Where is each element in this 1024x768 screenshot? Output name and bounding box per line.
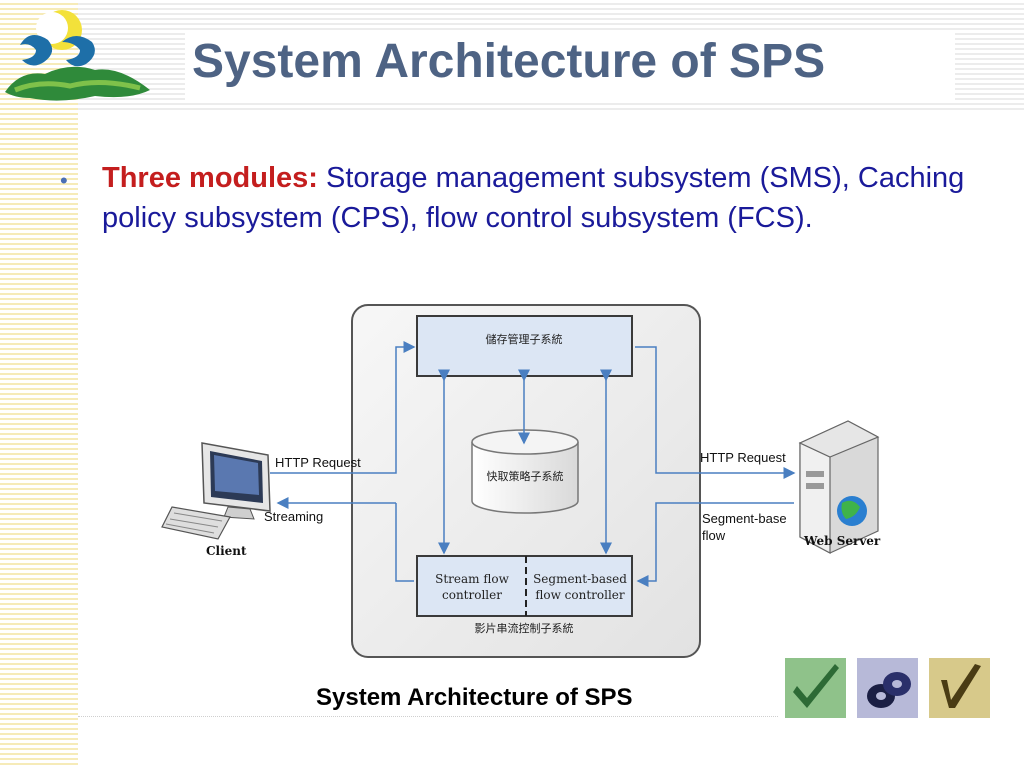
left-stripe-decoration: [0, 0, 78, 768]
http-request-left-label: HTTP Request: [275, 455, 361, 470]
server-label: Web Server: [803, 534, 881, 548]
segment-base-label-2: flow: [702, 528, 726, 543]
server-request-line: [635, 346, 796, 479]
client-label: Client: [206, 544, 247, 558]
bullet-marker: •: [60, 168, 68, 193]
flow-controller-box: [416, 555, 633, 617]
title-backdrop: [185, 30, 955, 100]
web-server-icon: [798, 420, 880, 554]
bullet-paragraph: Three modules: Storage management subsys…: [102, 158, 992, 238]
pen-thumbnail-icon: [929, 658, 990, 718]
streaming-label: Streaming: [264, 509, 323, 524]
bullet-lead: Three modules:: [102, 162, 318, 194]
cache-module-label: 快取策略子系統: [487, 469, 564, 483]
segment-base-label-1: Segment-base: [702, 511, 787, 526]
flow-subsystem-label: 影片串流控制子系統: [475, 621, 574, 635]
streaming-line: [395, 503, 414, 582]
logo-icon: [5, 10, 150, 101]
storage-module-box: [416, 315, 633, 377]
checkmark-thumbnail-icon: [785, 658, 846, 718]
client-computer-icon: [161, 442, 271, 540]
segment-flow-line2: flow controller: [535, 588, 625, 602]
slide-title: System Architecture of SPS: [192, 35, 826, 88]
stream-flow-line2: controller: [442, 588, 502, 602]
segment-flow-line: [636, 502, 794, 587]
stream-flow-line1: Stream flow: [435, 572, 509, 586]
http-request-right-label: HTTP Request: [700, 450, 786, 465]
bottom-divider: [78, 716, 778, 717]
storage-module-label: 儲存管理子系統: [486, 332, 563, 346]
bullet-text: Storage management subsystem (SMS), Cach…: [102, 162, 965, 234]
figure-caption: System Architecture of SPS: [316, 684, 633, 711]
segment-flow-line1: Segment-based: [533, 572, 627, 586]
client-request-line: [270, 341, 416, 474]
disc-thumbnail-icon: [857, 658, 918, 718]
architecture-diagram: 儲存管理子系統 快取策略子系統 Stream flow controller S…: [161, 304, 881, 658]
